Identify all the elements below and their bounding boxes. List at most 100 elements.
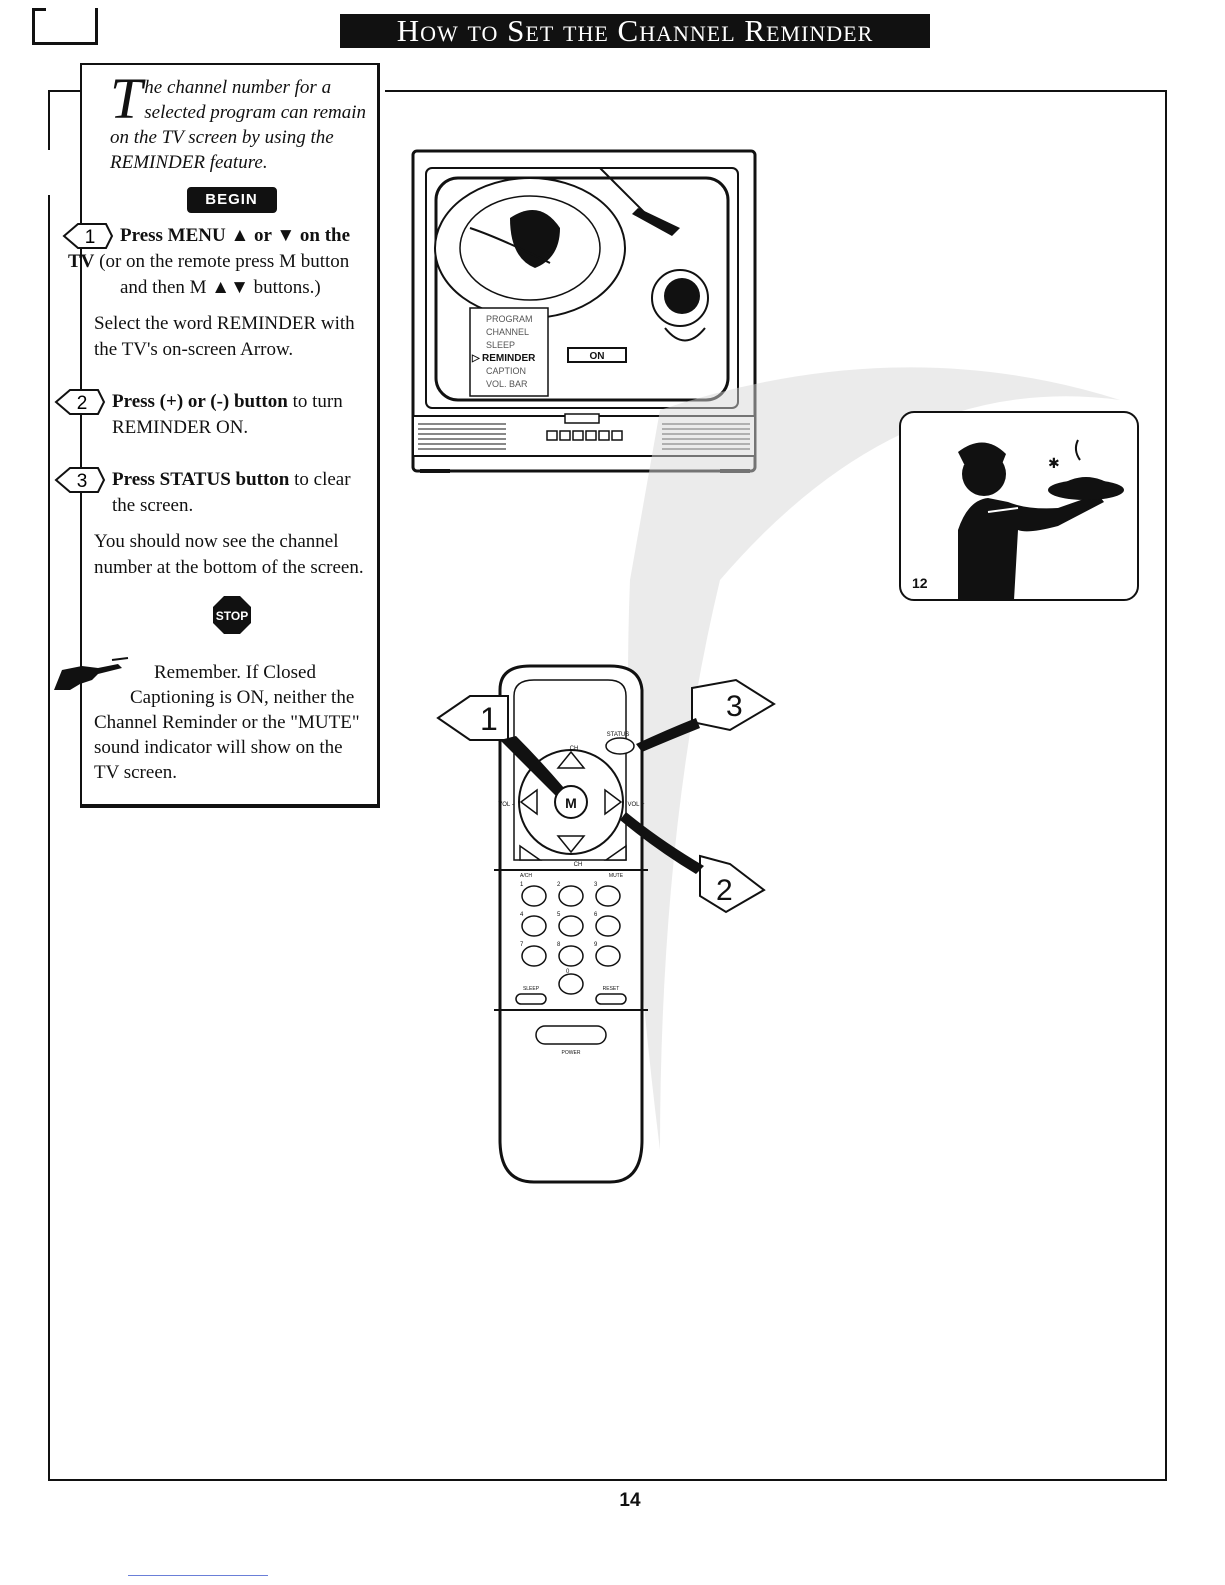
callout-2: 2: [620, 812, 766, 914]
step-1-bold-1: Press MENU ▲ or ▼ on the: [120, 225, 351, 246]
m-button-label: M: [565, 795, 577, 811]
reminder-value: ON: [590, 351, 605, 362]
key-0[interactable]: [558, 973, 584, 995]
number-key-labels: 1 2 3 4 5 6 7 8 9 0: [520, 882, 598, 975]
intro-line-2: selected program can remain: [144, 102, 367, 123]
ch-up-button[interactable]: [556, 750, 586, 769]
page-title: How to Set the Channel Reminder: [340, 13, 930, 48]
reset-button[interactable]: [595, 993, 627, 1005]
callout-2-hand: [620, 812, 704, 874]
fly-icon: ✱: [1048, 455, 1060, 471]
fork-image: [632, 208, 680, 236]
step-1-arrow-icon: 1: [62, 223, 114, 249]
intro-line-4: REMINDER feature.: [110, 152, 268, 173]
stop-sign-wrap: STOP: [94, 595, 369, 640]
steam-line: [1074, 439, 1081, 461]
key-7-label: 7: [520, 942, 524, 948]
intro-line-3: on the TV screen by using the: [110, 127, 334, 148]
vol-minus-button[interactable]: [519, 788, 538, 816]
menu-arrow-icon: ▷: [471, 353, 481, 364]
key-0-label: 0: [566, 969, 570, 975]
frame-left-rule: [48, 195, 50, 1480]
key-9-label: 9: [594, 942, 598, 948]
a-ch-button[interactable]: [519, 844, 543, 861]
m-button[interactable]: [554, 785, 588, 819]
mute-button[interactable]: [603, 844, 627, 861]
key-3[interactable]: [595, 885, 621, 907]
note-rest: Channel Reminder or the "MUTE" sound ind…: [94, 712, 360, 783]
tv-speaker-left: [418, 423, 506, 450]
key-3-label: 3: [594, 882, 598, 888]
callout-1-number: 1: [480, 701, 498, 737]
frame-left-rule-top: [48, 90, 50, 150]
step-2-number: 2: [77, 393, 88, 414]
reminder-value-box: [567, 347, 627, 363]
key-1[interactable]: [521, 885, 547, 907]
key-4[interactable]: [521, 915, 547, 937]
ch-down-button[interactable]: [556, 835, 586, 854]
key-8-label: 8: [557, 942, 561, 948]
step-2: 2 Press (+) or (-) button to turn REMIND…: [54, 389, 369, 441]
vol-minus-label: VOL -: [498, 802, 513, 808]
frame-right-rule: [1165, 90, 1167, 1480]
menu-item-sleep: SLEEP: [486, 340, 515, 350]
menu-item-channel: CHANNEL: [486, 327, 529, 337]
status-button[interactable]: [605, 737, 635, 755]
step-1-text: (or on the remote press M button and the…: [94, 251, 350, 298]
number-keypad: [521, 885, 621, 995]
remote-illustration: M CH CH VOL - VOL + STATUS A/CH MUTE 1 2…: [436, 664, 776, 1184]
frame-top-rule: [385, 90, 1167, 92]
rose-image: [510, 210, 560, 268]
illustration-badge: 12: [912, 575, 928, 591]
key-5[interactable]: [558, 915, 584, 937]
frame-left-tick: [48, 90, 80, 92]
status-label: STATUS: [607, 732, 630, 738]
callout-1-hand: [500, 736, 564, 796]
waiter-figure: [958, 494, 1104, 600]
menu-item-caption: CAPTION: [486, 366, 526, 376]
ch-up-label: CH: [570, 746, 579, 752]
power-label: POWER: [562, 1050, 581, 1056]
intro-line-1: he channel number for a: [144, 77, 332, 98]
note-line-1: Remember. If Closed: [154, 662, 316, 683]
step-1-extra: Select the word REMINDER with the TV's o…: [94, 313, 355, 360]
platter-food: [1056, 477, 1116, 488]
key-1-label: 1: [520, 882, 524, 888]
step-1-bold-2: TV: [68, 251, 95, 272]
key-2[interactable]: [558, 885, 584, 907]
step-2-arrow-icon: 2: [54, 389, 106, 415]
key-7[interactable]: [521, 945, 547, 967]
pointing-hand-icon: [54, 657, 129, 690]
key-6[interactable]: [595, 915, 621, 937]
key-8[interactable]: [558, 945, 584, 967]
frame-bottom-rule: [48, 1479, 1167, 1481]
key-9[interactable]: [595, 945, 621, 967]
intro-drop-cap: T: [110, 66, 143, 131]
callout-3-hand: [636, 718, 700, 752]
note-line-2: Captioning is ON, neither the: [130, 687, 355, 708]
page-number: 14: [619, 1490, 641, 1511]
callout-3: 3: [636, 678, 776, 752]
step-3-arrow-icon: 3: [54, 467, 106, 493]
on-screen-menu: [469, 307, 549, 397]
step-1: 1 Press MENU ▲ or ▼ on the TV (or on the…: [62, 223, 369, 301]
chef-hat: [958, 442, 1006, 464]
sleep-button[interactable]: [515, 993, 547, 1005]
step-3-bold: Press STATUS button: [112, 469, 290, 490]
page-title-text: How to Set the Channel Reminder: [396, 13, 874, 48]
menu-item-program: PROGRAM: [486, 314, 533, 324]
key-4-label: 4: [520, 912, 524, 918]
intro-text: T he channel number for a selected progr…: [110, 66, 369, 175]
callout-3-number: 3: [726, 690, 743, 723]
sleep-label: SLEEP: [523, 986, 540, 992]
vol-plus-button[interactable]: [604, 788, 623, 816]
power-button[interactable]: [535, 1025, 607, 1045]
reset-label: RESET: [603, 986, 620, 992]
stop-sign-label: STOP: [215, 609, 247, 623]
menu-item-reminder: REMINDER: [482, 353, 536, 364]
step-2-bold: Press (+) or (-) button: [112, 391, 288, 412]
a-ch-label: A/CH: [520, 873, 532, 879]
scan-artifact-line: [128, 1575, 268, 1576]
callout-1: 1: [436, 695, 564, 796]
key-2-label: 2: [557, 882, 561, 888]
